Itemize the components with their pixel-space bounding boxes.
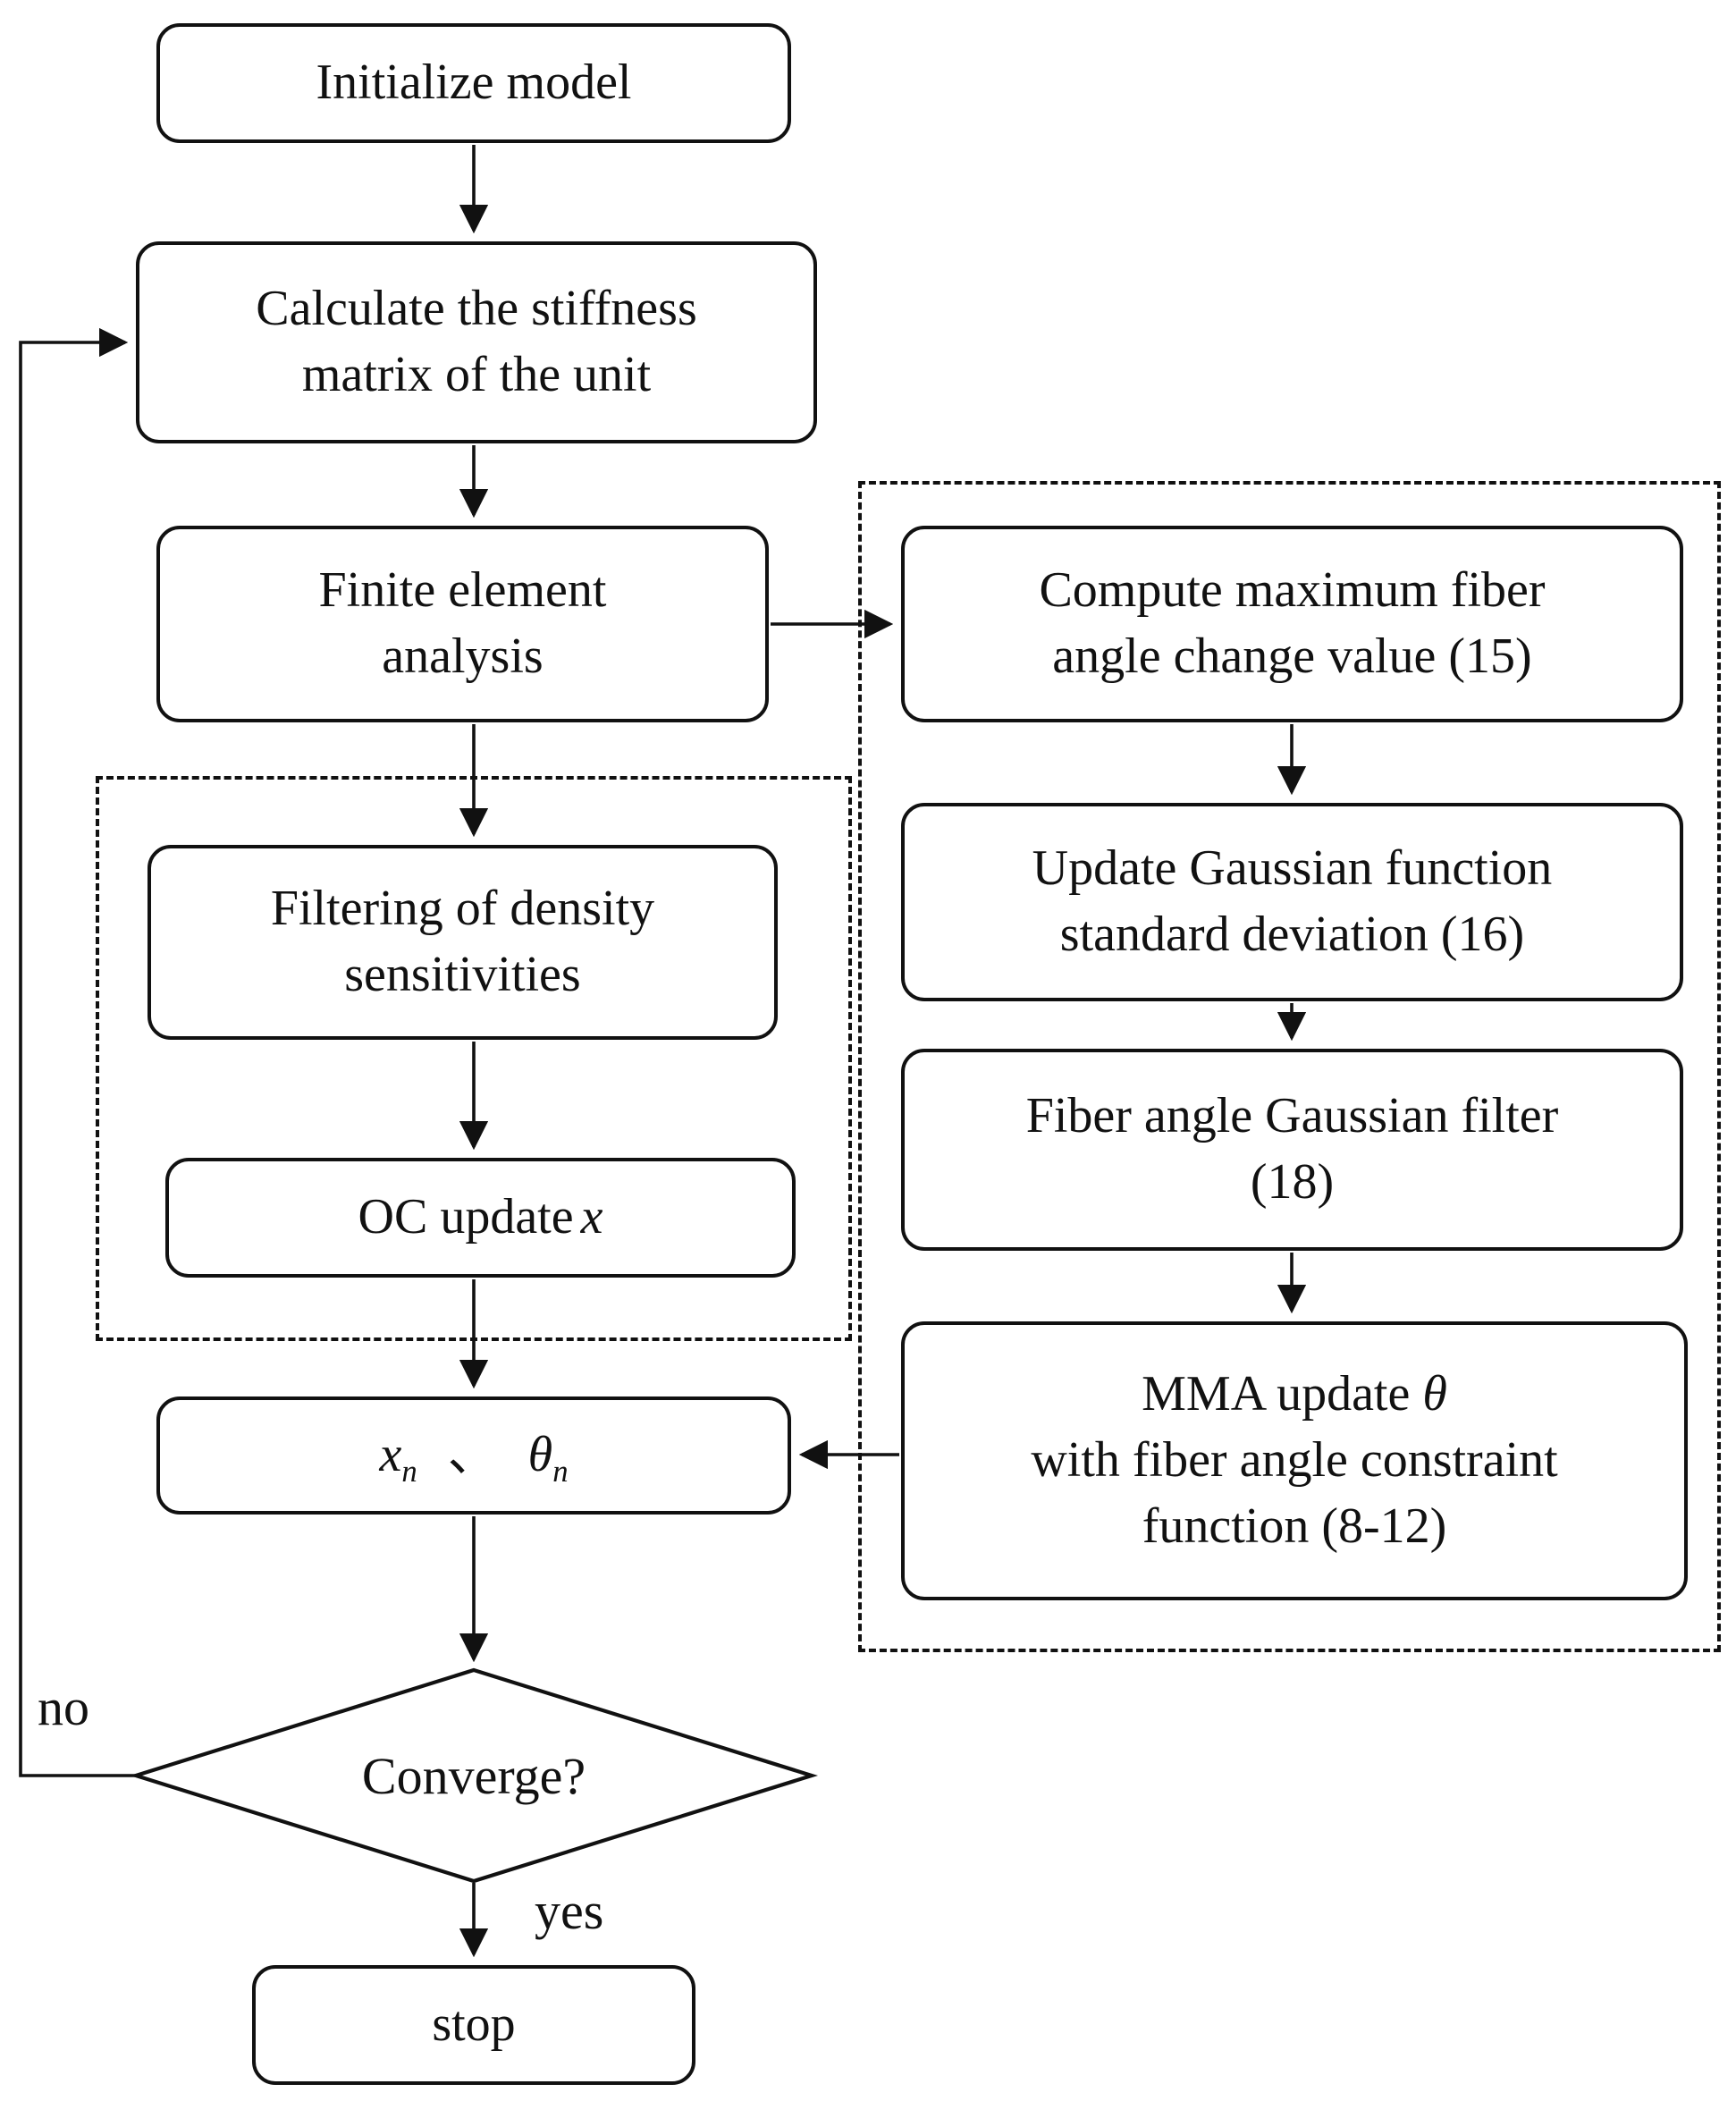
oc-update-variable-x: x [580, 1189, 603, 1245]
xn-variable: x [379, 1427, 402, 1483]
node-update-gaussian-label: Update Gaussian function standard deviat… [1032, 840, 1553, 962]
oc-update-prefix: OC update [358, 1189, 574, 1245]
node-fiber-angle-gaussian-filter: Fiber angle Gaussian filter (18) [901, 1049, 1683, 1251]
node-converge-decision: Converge? [136, 1670, 812, 1881]
node-filtering-density-label: Filtering of density sensitivities [270, 881, 655, 1002]
node-finite-element-analysis: Finite element analysis [156, 526, 769, 722]
node-filtering-density-sensitivities: Filtering of density sensitivities [147, 845, 778, 1040]
node-stop: stop [252, 1965, 695, 2085]
thetan-variable: θ [527, 1427, 553, 1483]
thetan-subscript: n [552, 1454, 569, 1489]
node-compute-max-fiber-label: Compute maximum fiber angle change value… [1039, 562, 1546, 684]
mma-line3: function (8-12) [1142, 1498, 1447, 1554]
node-initialize-model: Initialize model [156, 23, 791, 143]
edge-label-yes: yes [535, 1882, 604, 1940]
node-xn-thetan: xn、θn [156, 1396, 791, 1515]
mma-variable-theta: θ [1422, 1366, 1447, 1422]
edge-label-no: no [38, 1678, 89, 1736]
node-fiber-gaussian-filter-label: Fiber angle Gaussian filter (18) [1025, 1088, 1559, 1210]
node-initialize-model-label: Initialize model [316, 55, 632, 111]
xn-subscript: n [401, 1454, 417, 1489]
node-calculate-stiffness-label: Calculate the stiffness matrix of the un… [256, 281, 697, 402]
edge-no-loop [19, 327, 136, 1777]
enumeration-comma: 、 [447, 1427, 498, 1483]
mma-line1-text: MMA update [1142, 1366, 1411, 1422]
node-calculate-stiffness: Calculate the stiffness matrix of the un… [136, 241, 817, 443]
node-finite-element-analysis-label: Finite element analysis [318, 562, 607, 684]
node-xn-thetan-label: xn、θn [379, 1422, 568, 1489]
node-update-gaussian-std-deviation: Update Gaussian function standard deviat… [901, 803, 1683, 1001]
mma-line2: with fiber angle constraint [1031, 1432, 1558, 1489]
node-compute-max-fiber-angle-change: Compute maximum fiber angle change value… [901, 526, 1683, 722]
container-fiber-angle-loop [858, 481, 1721, 1652]
node-converge-label: Converge? [361, 1746, 586, 1805]
converge-diamond-shape [129, 1667, 819, 1884]
node-stop-label: stop [432, 1996, 516, 2053]
